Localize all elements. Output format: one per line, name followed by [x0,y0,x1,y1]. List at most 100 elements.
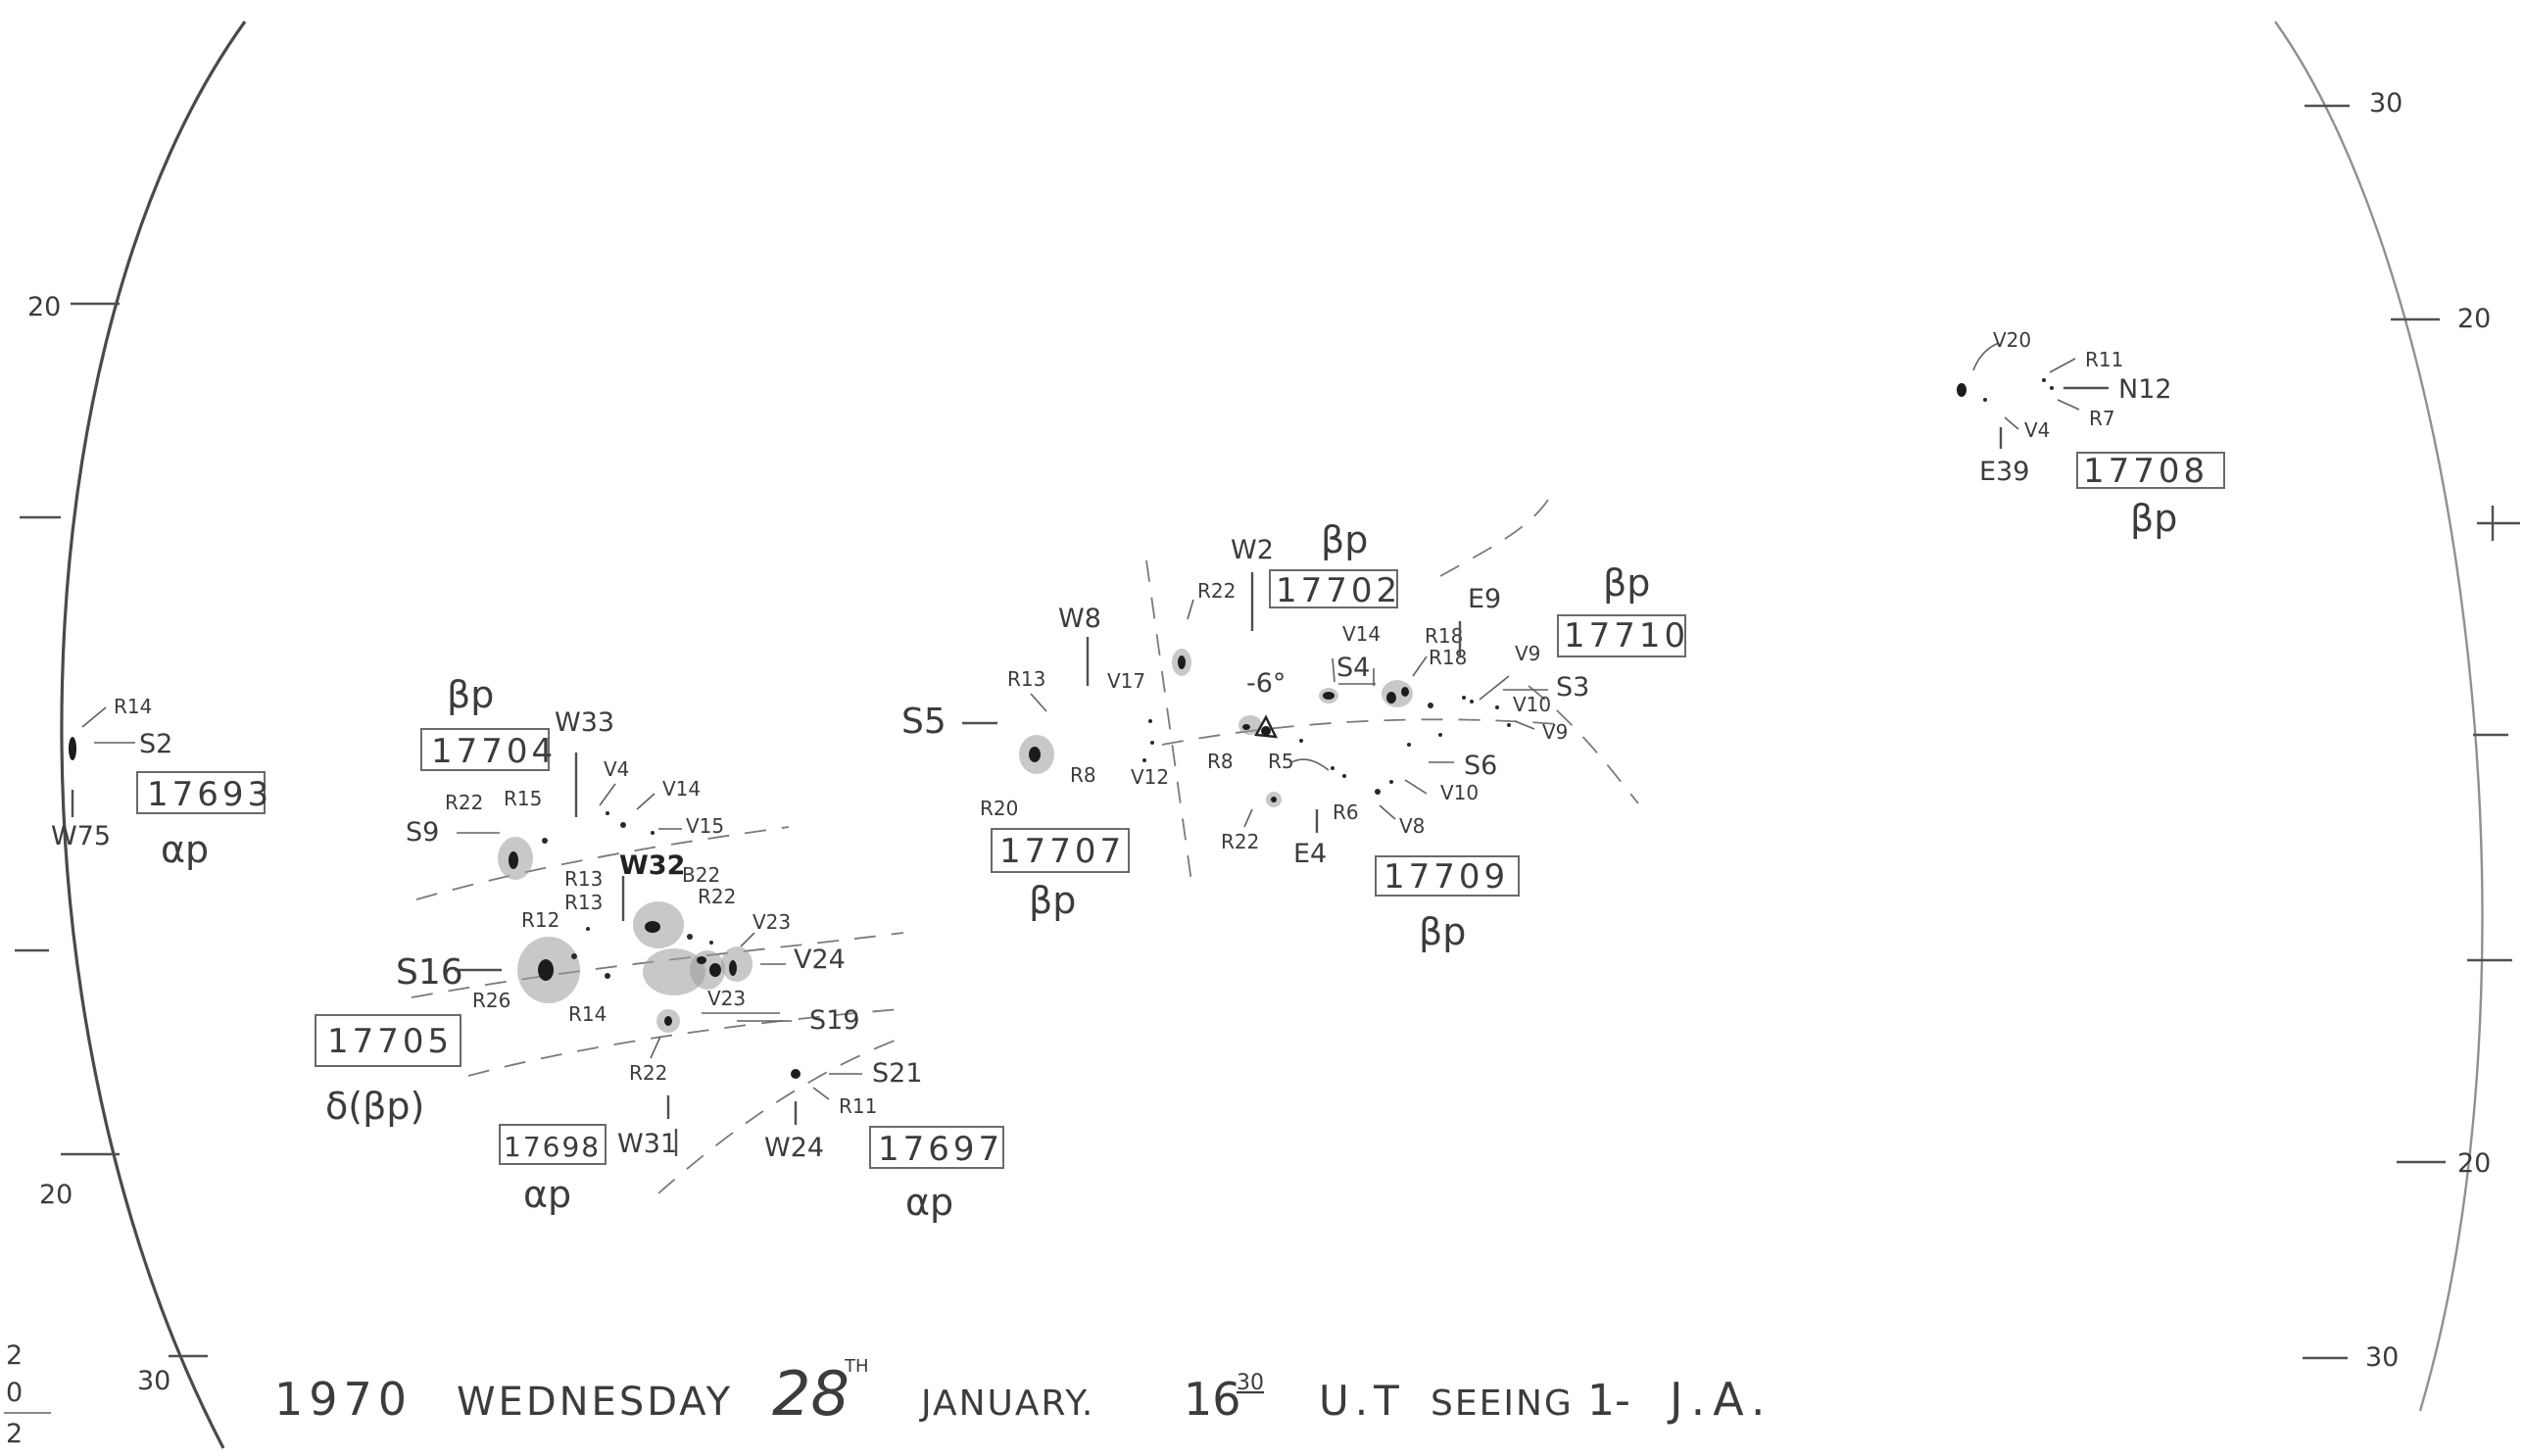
label-v9b: V9 [1542,720,1568,744]
title-seeing-label: SEEING [1431,1383,1574,1424]
label-b22: B22 [682,863,720,887]
label-r22-17702: R22 [1197,579,1236,603]
penumbra-17698-b [643,948,705,995]
left-scale: 20 20 30 [15,292,208,1396]
group-17702: W2 βp 17702 R22 -6° R8 R5 R22 E4 R6 V8 [1172,518,1425,869]
label-v20: V20 [1993,328,2031,352]
label-r8-17707: R8 [1070,763,1096,787]
corner-label-c: 2 [6,1419,23,1449]
label-s6: S6 [1464,751,1497,781]
label-r7: R7 [2089,407,2115,430]
label-w75: W75 [51,821,111,851]
label-r18a: R18 [1425,624,1463,648]
box-17698 [499,1124,607,1165]
spot-17702-c [1271,797,1277,802]
title-time-minutes: 30 [1237,1371,1264,1395]
title-time-hours: 16 [1184,1373,1241,1426]
label-v10-17710: V10 [1513,693,1551,716]
label-r6: R6 [1333,801,1359,824]
group-number-17697: 17697 [878,1130,1003,1169]
label-e39: E39 [1979,457,2029,487]
group-number-17704: 17704 [431,732,557,771]
label-s21: S21 [872,1058,923,1089]
box-17697 [869,1126,1004,1169]
group-17693: R14 S2 W75 17693 αp [51,695,272,871]
label-s2: S2 [139,729,172,759]
group-17710: E9 βp 17710 V9 S3 V10 V9 [1462,561,1686,744]
group-number-17702: 17702 [1276,571,1401,610]
label-r8-17702: R8 [1207,750,1234,773]
penumbra-17698-d [721,946,752,982]
label-v24: V24 [794,945,846,975]
label-r22b-17698: R22 [698,885,736,908]
group-17709: V14 S4 R18 R18 S6 V10 17709 βp [1319,621,1520,953]
group-17697: S21 R11 W24 17697 αp [764,1058,1004,1224]
label-r14: R14 [114,695,152,718]
label-v23: V23 [752,910,791,934]
label-v9a: V9 [1515,642,1540,665]
label-n12: N12 [2118,374,2172,405]
spot-17702-b [1261,726,1271,736]
spot-17709-a [1323,692,1335,700]
group-number-17708: 17708 [2083,452,2208,491]
label-r18b: R18 [1429,646,1467,669]
label-r11-17697: R11 [839,1094,877,1118]
label-v8: V8 [1399,814,1425,838]
title-seeing-value: 1- [1587,1376,1630,1426]
label-v17: V17 [1107,669,1145,693]
group-number-17709: 17709 [1383,857,1509,897]
left-scale-label-20b: 20 [39,1180,73,1210]
left-scale-label-30: 30 [137,1366,170,1396]
group-17705: S16 R12 R13 R13 R26 R14 W32 17705 δ(βp) [315,850,685,1128]
box-17702 [1269,569,1398,608]
label-r20: R20 [980,797,1018,820]
solar-limb-left [60,21,247,1449]
label-r22-17704: R22 [445,791,483,814]
group-number-17698: 17698 [504,1131,601,1163]
title-month: JANUARY. [919,1383,1094,1424]
title-year: 1970 [274,1373,413,1426]
right-scale-label-20b: 20 [2457,1148,2491,1179]
label-v12: V12 [1131,765,1169,789]
box-17707 [991,828,1130,873]
group-class-17710: βp [1603,561,1650,605]
title-day-suffix: TH [844,1356,869,1377]
label-w32: W32 [619,850,685,881]
label-w2: W2 [1231,535,1274,565]
label-r26: R26 [472,989,510,1012]
left-scale-label-20: 20 [27,292,61,322]
spot-17707 [1029,747,1041,762]
box-17705 [315,1014,461,1067]
label-v15: V15 [686,814,724,838]
group-number-17705: 17705 [327,1022,453,1061]
label-r14-17705: R14 [568,1002,607,1026]
group-class-17693: αp [161,828,209,871]
group-class-17709: βp [1419,910,1466,953]
group-17708: V20 R11 N12 R7 V4 E39 17708 βp [1957,328,2225,540]
solar-limb-right [2274,21,2484,1412]
label-s5: S5 [901,702,946,742]
label-s3: S3 [1556,672,1589,703]
right-scale-label-30b: 30 [2365,1342,2399,1373]
label-w24: W24 [764,1133,824,1163]
label-s16: S16 [396,952,463,993]
box-17693 [136,771,266,814]
right-scale-label-20: 20 [2457,304,2491,334]
label-deg: -6° [1246,668,1286,699]
observation-title: 1970 WEDNESDAY 28 TH JANUARY. 16 30 U.T … [274,1356,1765,1430]
group-number-17693: 17693 [147,775,272,814]
group-class-17702: βp [1321,518,1368,561]
box-17704 [420,728,550,771]
label-r22b-17702: R22 [1221,830,1259,853]
title-day: 28 [772,1358,849,1430]
right-scale-label-30: 30 [2369,88,2403,119]
label-v14-17704: V14 [662,777,701,801]
group-class-17704: βp [447,673,494,716]
title-time-zone: U.T [1319,1377,1405,1425]
spot-17698-e [664,1016,672,1026]
label-w31: W31 [617,1129,677,1159]
spot-17693 [69,737,76,760]
group-17707: S5 W8 R13 V17 R8 R20 V12 17707 βp [901,604,1169,922]
label-s19: S19 [809,1005,860,1036]
